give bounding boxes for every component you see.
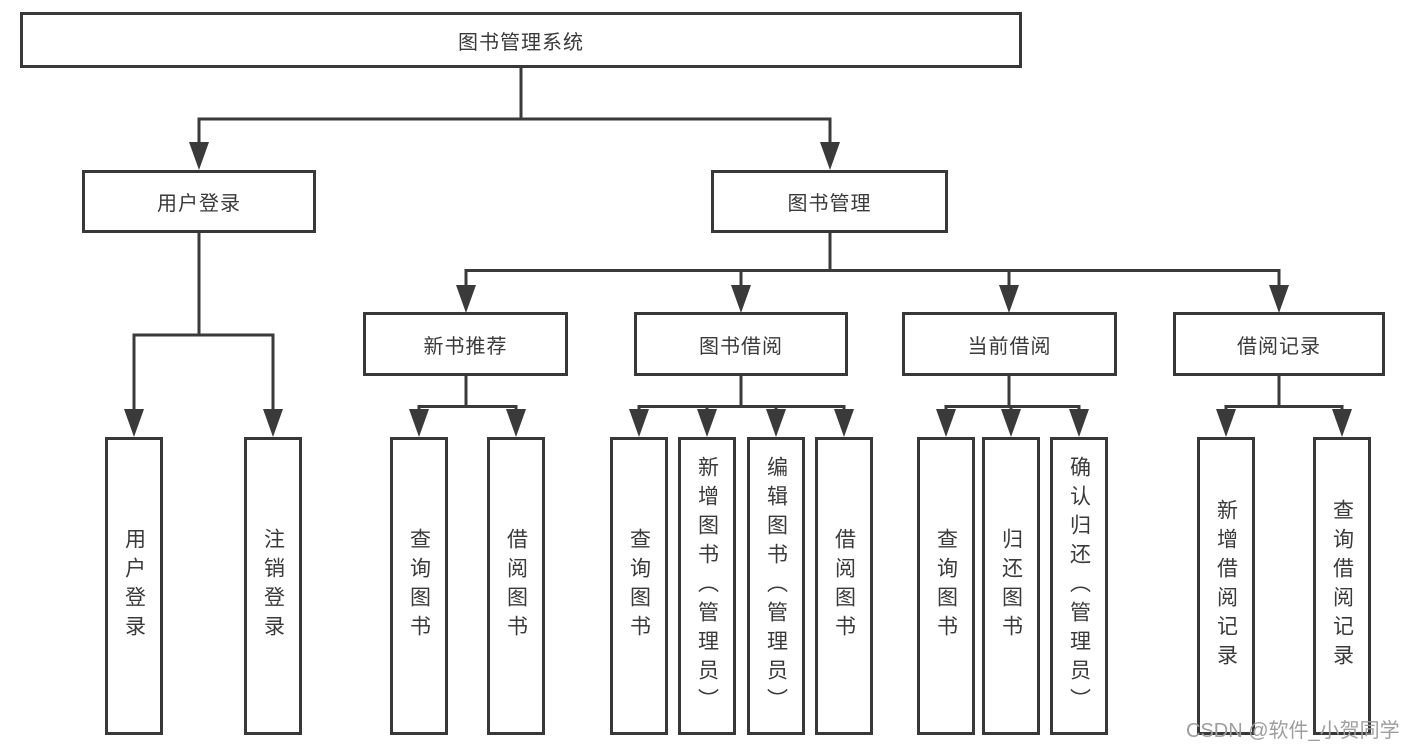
leaf-query-borrow-record: 查询借阅记录 (1313, 437, 1371, 735)
node-label: 图书管理 (787, 193, 872, 215)
node-current-borrowing: 当前借阅 (902, 312, 1117, 376)
node-borrowing-records: 借阅记录 (1173, 312, 1385, 376)
node-user-login: 用户登录 (82, 170, 316, 233)
node-label: 查询图书 (407, 528, 431, 644)
leaf-return-books: 归还图书 (982, 437, 1040, 735)
node-label: 归还图书 (999, 528, 1023, 644)
node-label: 确认归还（管理员） (1067, 455, 1091, 717)
node-label: 查询图书 (627, 528, 651, 644)
leaf-user-login: 用户登录 (105, 437, 163, 735)
node-label: 当前借阅 (967, 335, 1052, 358)
leaf-logout: 注销登录 (244, 437, 302, 735)
leaf-borrow-books-borrowing: 借阅图书 (815, 437, 873, 735)
arrowheads (124, 142, 1352, 437)
leaf-query-books-current: 查询图书 (917, 437, 975, 735)
leaf-borrow-books-newbooks: 借阅图书 (487, 437, 545, 735)
leaf-confirm-return-admin: 确认归还（管理员） (1050, 437, 1108, 735)
node-label: 查询图书 (934, 528, 958, 644)
node-label: 借阅图书 (832, 528, 856, 644)
node-label: 图书管理系统 (458, 31, 584, 54)
leaf-query-books-borrowing: 查询图书 (610, 437, 668, 735)
node-label: 用户登录 (122, 528, 146, 644)
node-label: 新增借阅记录 (1214, 499, 1238, 673)
node-label: 用户登录 (157, 193, 241, 215)
leaf-add-books-admin: 新增图书（管理员） (678, 437, 736, 735)
node-label: 图书借阅 (699, 335, 783, 358)
leaf-edit-books-admin: 编辑图书（管理员） (747, 437, 805, 735)
node-label: 借阅记录 (1237, 335, 1321, 358)
node-book-management: 图书管理 (711, 170, 948, 233)
leaf-query-books-newbooks: 查询图书 (390, 437, 448, 735)
leaf-add-borrow-record: 新增借阅记录 (1197, 437, 1255, 735)
node-library-management-system: 图书管理系统 (20, 12, 1022, 68)
node-label: 新书推荐 (423, 335, 508, 358)
node-label: 注销登录 (261, 528, 285, 644)
node-label: 新增图书（管理员） (695, 455, 719, 717)
csdn-watermark: CSDN @软件_小贺同学 (1186, 720, 1400, 742)
node-label: 编辑图书（管理员） (764, 455, 788, 717)
node-label: 借阅图书 (504, 528, 528, 644)
node-label: 查询借阅记录 (1330, 499, 1354, 673)
node-new-book-recommendation: 新书推荐 (363, 312, 568, 376)
node-book-borrowing: 图书借阅 (634, 312, 848, 376)
